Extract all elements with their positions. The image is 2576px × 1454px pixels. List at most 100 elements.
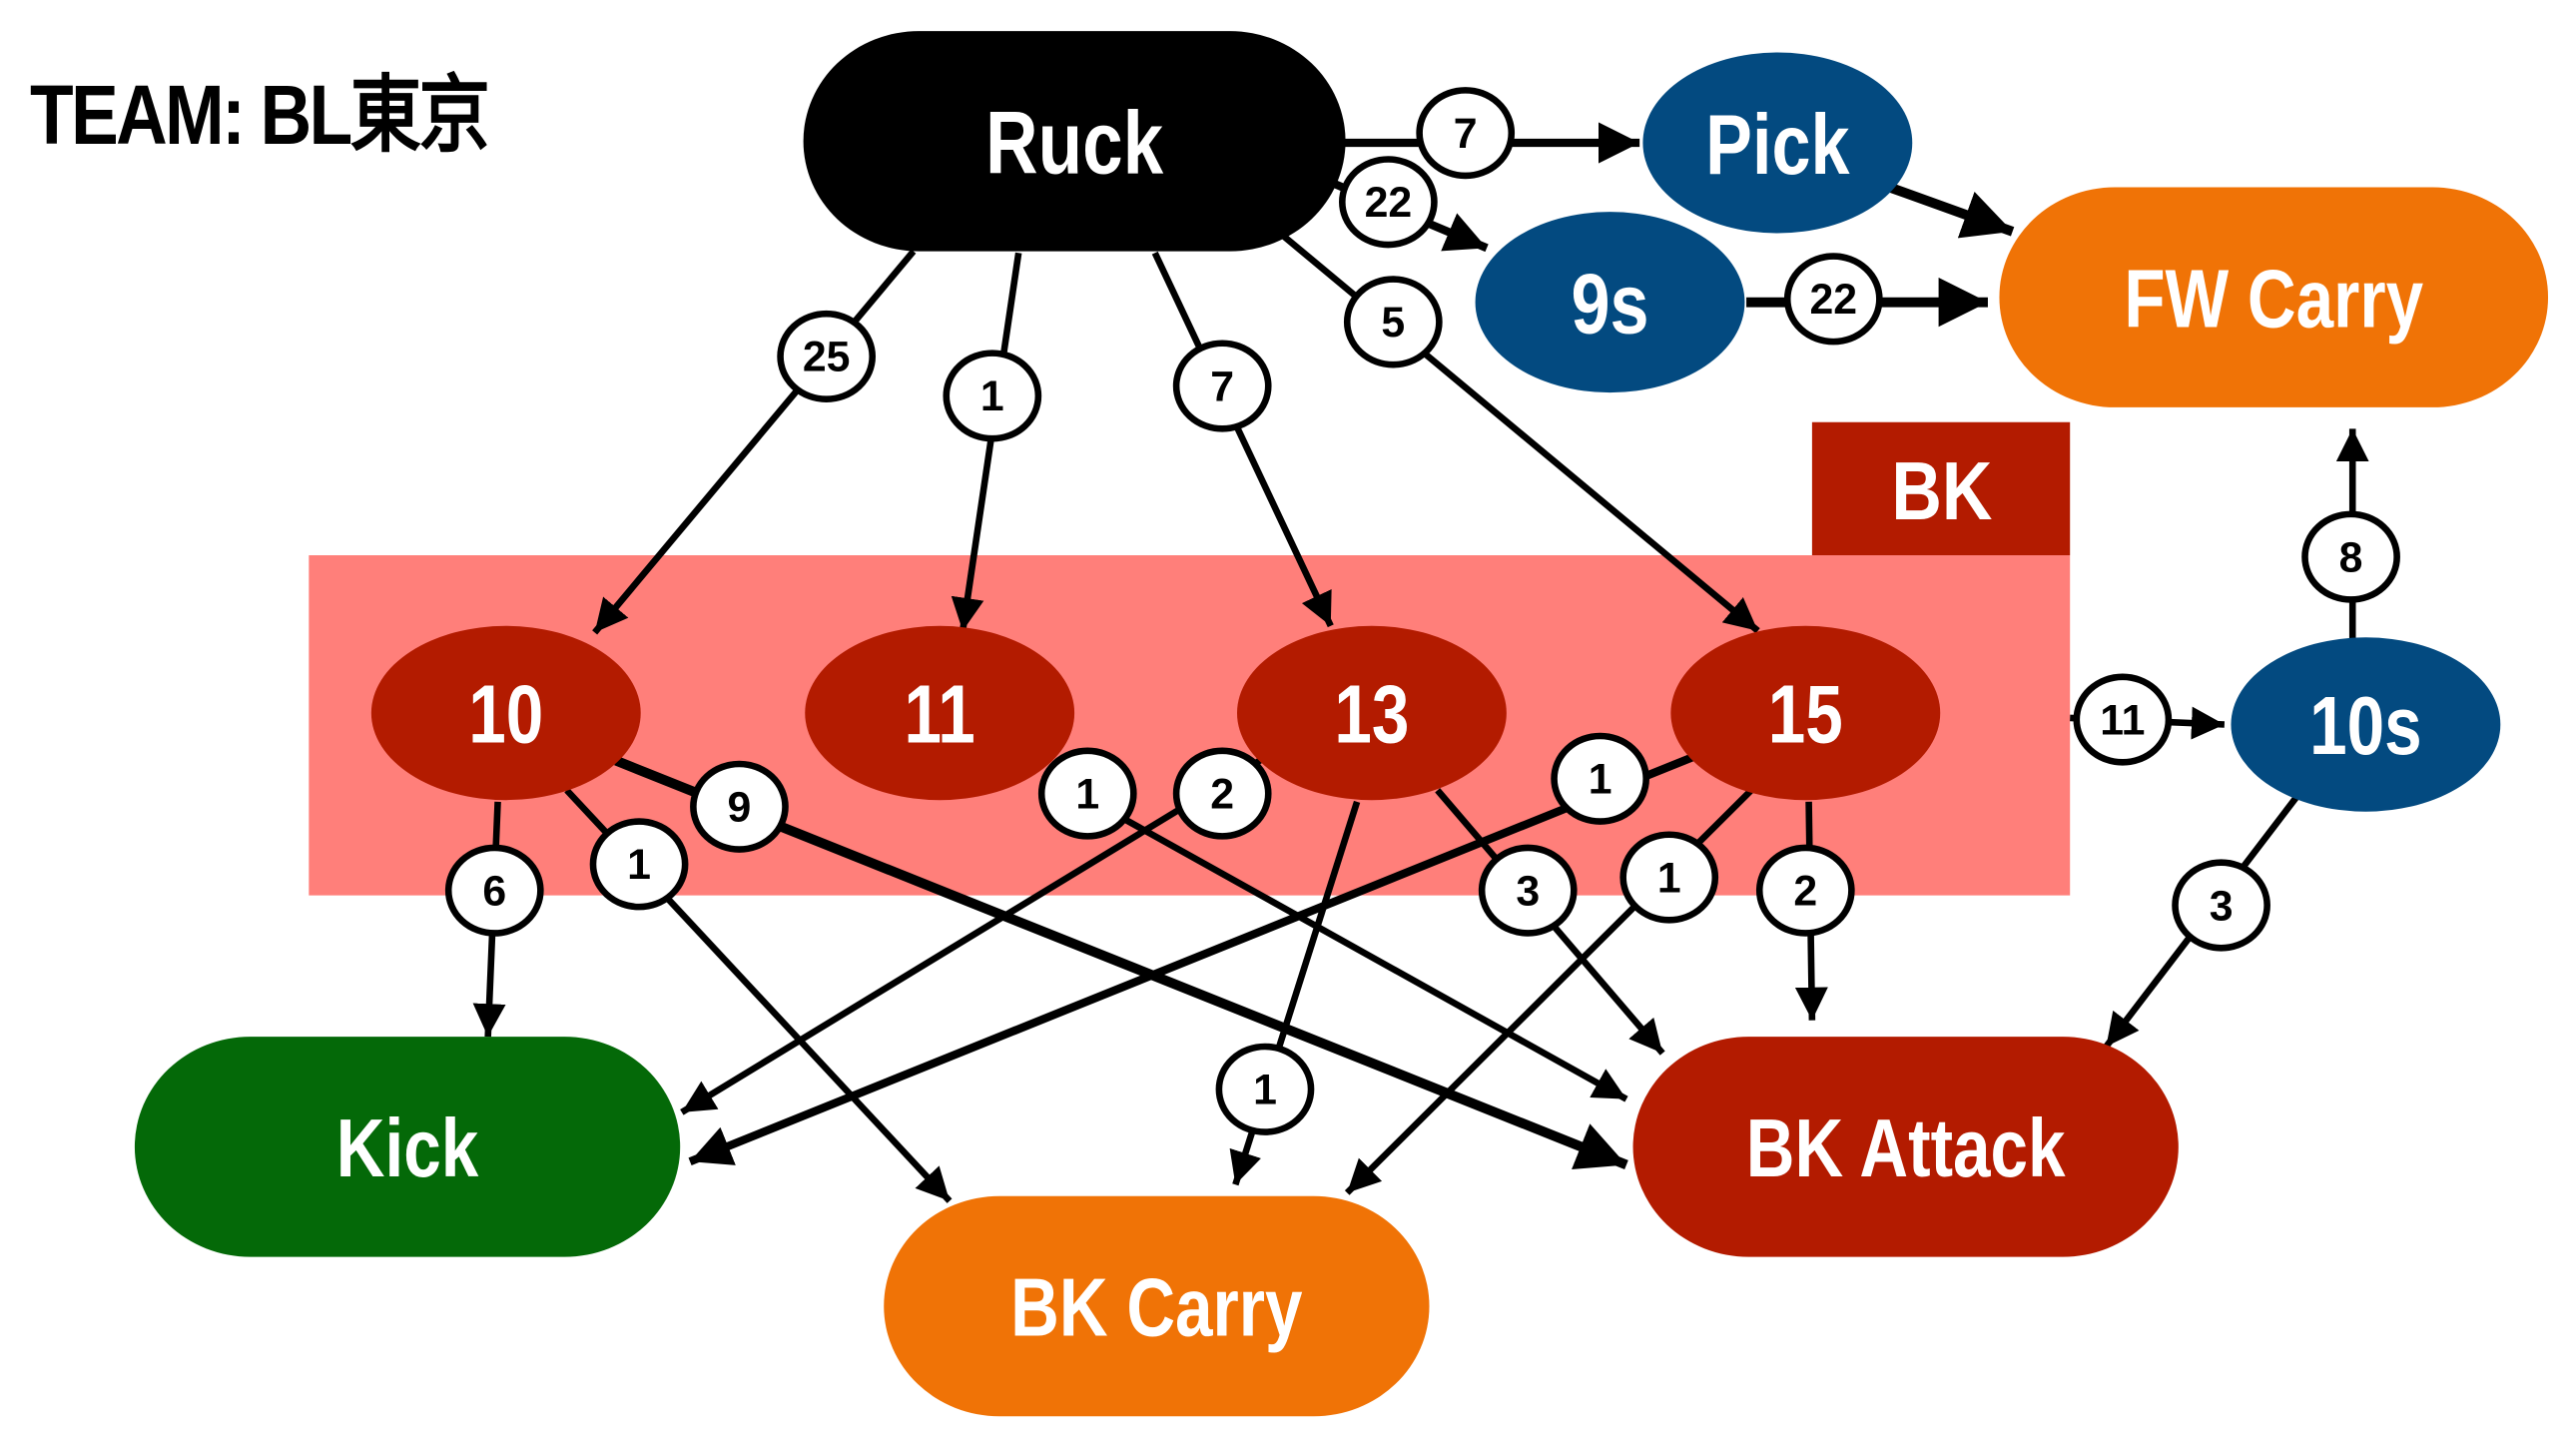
edge-count-text: 3 [1516, 867, 1540, 915]
edge-count-bubble [2301, 510, 2400, 603]
node-n13[interactable]: 13 [1236, 625, 1507, 801]
edge-count-bubble [1478, 844, 1578, 937]
group-bk-label-box [1811, 421, 2071, 556]
edge-n13-to-kick [680, 754, 1267, 1115]
node-shape [1475, 212, 1745, 393]
node-shape [1632, 1037, 2179, 1257]
node-bkattack[interactable]: BK Attack [1632, 1037, 2179, 1257]
edge-count-bubble [1339, 156, 1438, 249]
node-shape [1670, 625, 1941, 801]
node-label: 10s [2309, 680, 2422, 772]
node-label: 10 [468, 668, 543, 760]
edge-count-text: 1 [1657, 854, 1681, 902]
node-n15[interactable]: 15 [1670, 625, 1941, 801]
edge-count-bubble [1172, 747, 1272, 840]
edge-count-label: 6 [444, 844, 544, 937]
edge-count-label: 3 [1478, 844, 1578, 937]
edge-count-text: 2 [1793, 867, 1817, 915]
edge-count-text: 1 [1075, 770, 1099, 818]
edge-count-bubble [1215, 1043, 1315, 1135]
edge-count-text: 7 [1210, 363, 1234, 410]
edge-count-label: 9 [690, 760, 789, 853]
node-label: Ruck [985, 94, 1164, 194]
edge-count-bubble [1172, 340, 1272, 432]
edge-count-label: 7 [1172, 340, 1272, 432]
edge-line [1151, 251, 1334, 628]
node-label: Pick [1705, 96, 1850, 192]
edge-pick-to-fwcarry [1887, 182, 2015, 239]
edge-count-text: 7 [1454, 110, 1478, 158]
team-title: TEAM: BL東京 [30, 68, 490, 162]
edge-count-bubble [1416, 87, 1516, 180]
edge-line [680, 754, 1267, 1115]
edge-count-label: 25 [777, 310, 877, 402]
edge-count-text: 1 [627, 841, 651, 889]
edge-line [688, 753, 1694, 1165]
edge-count-bubble [1551, 732, 1649, 825]
edge-count-bubble [1343, 276, 1443, 368]
edge-count-bubble [1619, 831, 1719, 924]
edge-count-bubble [1755, 844, 1855, 937]
edge-ruck-to-n13 [1151, 251, 1334, 628]
node-9s[interactable]: 9s [1475, 212, 1745, 393]
edge-count-text: 8 [2339, 533, 2363, 581]
edge-count-text: 1 [1589, 756, 1612, 804]
node-shape [1642, 52, 1913, 234]
edge-count-bubble [1037, 747, 1137, 840]
node-10s[interactable]: 10s [2231, 637, 2501, 812]
node-bkcarry[interactable]: BK Carry [884, 1195, 1430, 1417]
node-shape [1999, 187, 2549, 407]
edge-count-bubble [943, 350, 1042, 442]
edge-count-label: 7 [1416, 87, 1516, 180]
edge-count-text: 5 [1381, 299, 1405, 347]
edge-count-label: 11 [2073, 673, 2173, 766]
edge-n11-to-bkattack [1041, 770, 1628, 1102]
edge-line [614, 756, 1628, 1170]
edge-line [951, 252, 1022, 632]
edge-count-label: 2 [1755, 844, 1855, 937]
edge-line [592, 249, 917, 635]
edge-count-bubble [690, 760, 789, 853]
node-kick[interactable]: Kick [134, 1037, 681, 1257]
node-label: BK Attack [1746, 1102, 2066, 1194]
edge-count-label: 2 [1172, 747, 1272, 840]
edge-count-text: 3 [2210, 882, 2234, 930]
edge-count-bubble [777, 310, 877, 402]
node-ruck[interactable]: Ruck [803, 31, 1346, 252]
edge-count-text: 2 [1210, 770, 1234, 818]
node-label: BK Carry [1010, 1261, 1303, 1353]
node-n11[interactable]: 11 [805, 625, 1075, 801]
node-shape [805, 625, 1075, 801]
edge-count-text: 11 [2100, 696, 2145, 744]
edge-n10-to-bkattack [614, 756, 1628, 1170]
node-n10[interactable]: 10 [370, 625, 641, 801]
node-label: 15 [1768, 668, 1843, 760]
edge-n15-to-kick [688, 753, 1694, 1165]
edge-count-bubble [2172, 859, 2270, 952]
edge-count-label: 8 [2301, 510, 2400, 603]
edge-count-label: 1 [1551, 732, 1649, 825]
node-label: 9s [1571, 256, 1648, 352]
node-shape [2231, 637, 2501, 812]
node-shape [134, 1037, 681, 1257]
node-shape [884, 1195, 1430, 1417]
edge-count-text: 22 [1809, 276, 1857, 324]
edge-ruck-to-n11 [951, 252, 1022, 632]
edge-count-text: 25 [803, 334, 851, 381]
edge-count-bubble [589, 818, 689, 911]
node-label: 13 [1334, 668, 1409, 760]
edge-count-label: 1 [1619, 831, 1719, 924]
node-fwcarry[interactable]: FW Carry [1999, 187, 2549, 407]
edge-count-text: 1 [1253, 1067, 1277, 1114]
edge-count-label: 1 [943, 350, 1042, 442]
node-pick[interactable]: Pick [1642, 52, 1913, 234]
edge-count-label: 3 [2172, 859, 2270, 952]
node-shape [1236, 625, 1507, 801]
edge-count-text: 1 [980, 372, 1004, 420]
edge-count-label: 22 [1783, 253, 1883, 346]
edge-count-label: 1 [1037, 747, 1137, 840]
edge-count-bubble [2073, 673, 2173, 766]
node-label: Kick [336, 1102, 479, 1194]
